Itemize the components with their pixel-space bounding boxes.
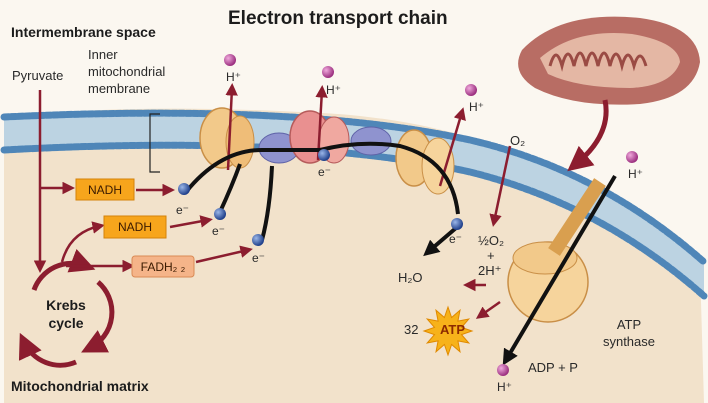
mitochondrion-icon [518, 16, 700, 105]
proton-4-label: H⁺ [628, 167, 643, 181]
electron-5-dot [451, 218, 463, 230]
electron-2-label: e⁻ [212, 224, 226, 238]
cytochrome-c [350, 126, 392, 156]
plus-sign: + [487, 248, 495, 263]
proton-2-label: H⁺ [326, 83, 341, 97]
o2-label: O₂ [510, 133, 526, 148]
particles [178, 54, 638, 376]
proton-3-label: H⁺ [469, 100, 484, 114]
zoom-arrow [567, 99, 609, 172]
proton-2-dot [322, 66, 334, 78]
electron-4-dot [318, 149, 330, 161]
krebs-cycle-label: Krebs cycle [42, 296, 90, 332]
electron-4-label: e⁻ [318, 165, 332, 179]
proton-4-dot [626, 151, 638, 163]
half-o2-label: ½O₂ [478, 233, 504, 248]
krebs-line-1: Krebs [46, 297, 86, 313]
atp-synthase-line-2: synthase [602, 334, 656, 349]
atp-synthase-line-1: ATP [616, 317, 642, 332]
proton-3-dot [465, 84, 477, 96]
nadh-box-1 [75, 178, 135, 201]
diagram-title: Electron transport chain [228, 8, 448, 29]
water-label: H₂O [398, 270, 423, 285]
inner-membrane-line-2: mitochondrial [88, 64, 166, 79]
proton-1-label: H⁺ [226, 70, 241, 84]
nadh-label-2: NADH [117, 220, 152, 234]
membrane-bracket [149, 113, 160, 173]
two-h-label: 2H⁺ [478, 263, 502, 278]
atp-synthase-label: ATP synthase [594, 316, 664, 350]
electron-path [184, 141, 617, 366]
electron-1-dot [178, 183, 190, 195]
electron-3-label: e⁻ [252, 251, 266, 265]
inner-membrane-line-1: Inner [88, 47, 118, 62]
proton-5-label: H⁺ [497, 380, 512, 394]
atp-count: 32 [404, 322, 419, 337]
inner-membrane-label: Inner mitochondrial membrane [88, 46, 165, 97]
electron-5-label: e⁻ [449, 232, 463, 246]
inner-membrane-line-3: membrane [88, 81, 151, 96]
mitochondrial-matrix-label: Mitochondrial matrix [11, 378, 149, 394]
electron-2-dot [214, 208, 226, 220]
proton-5-dot [497, 364, 509, 376]
atp-label: ATP [440, 322, 466, 337]
krebs-cycle [18, 248, 115, 368]
krebs-line-2: cycle [48, 315, 84, 331]
nadh-box-2 [103, 215, 167, 239]
adp-p-label: ADP + P [528, 360, 578, 375]
fadh2-box [131, 255, 195, 278]
nadh-label-1: NADH [87, 182, 122, 197]
pyruvate-label: Pyruvate [12, 68, 64, 83]
proton-1-dot [224, 54, 236, 66]
electron-1-label: e⁻ [176, 203, 190, 217]
electron-3-dot [252, 234, 264, 246]
membrane-heads-top [0, 109, 708, 266]
fadh2-label: FADH₂ ₂ [140, 259, 186, 274]
atp-star [422, 305, 474, 357]
intermembrane-space-label: Intermembrane space [11, 24, 156, 40]
